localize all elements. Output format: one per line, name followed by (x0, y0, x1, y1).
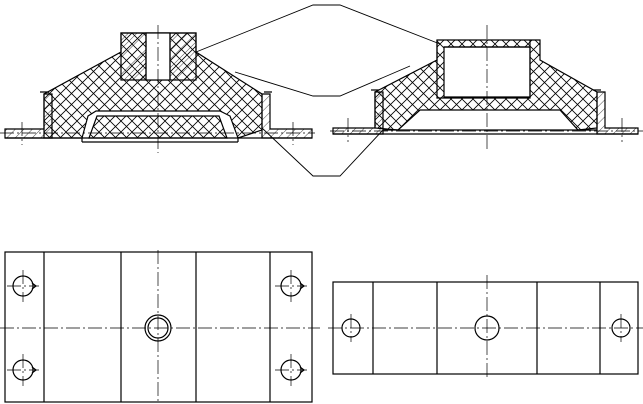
base-plate-right (332, 91, 384, 135)
plan-right-view (328, 275, 643, 380)
callout-leaders (195, 4, 441, 177)
plan-left-view (0, 250, 320, 404)
plan-left-outline (4, 251, 313, 403)
base-flange-left (4, 93, 53, 139)
section-left-view (0, 25, 315, 153)
section-right-view (330, 25, 643, 152)
